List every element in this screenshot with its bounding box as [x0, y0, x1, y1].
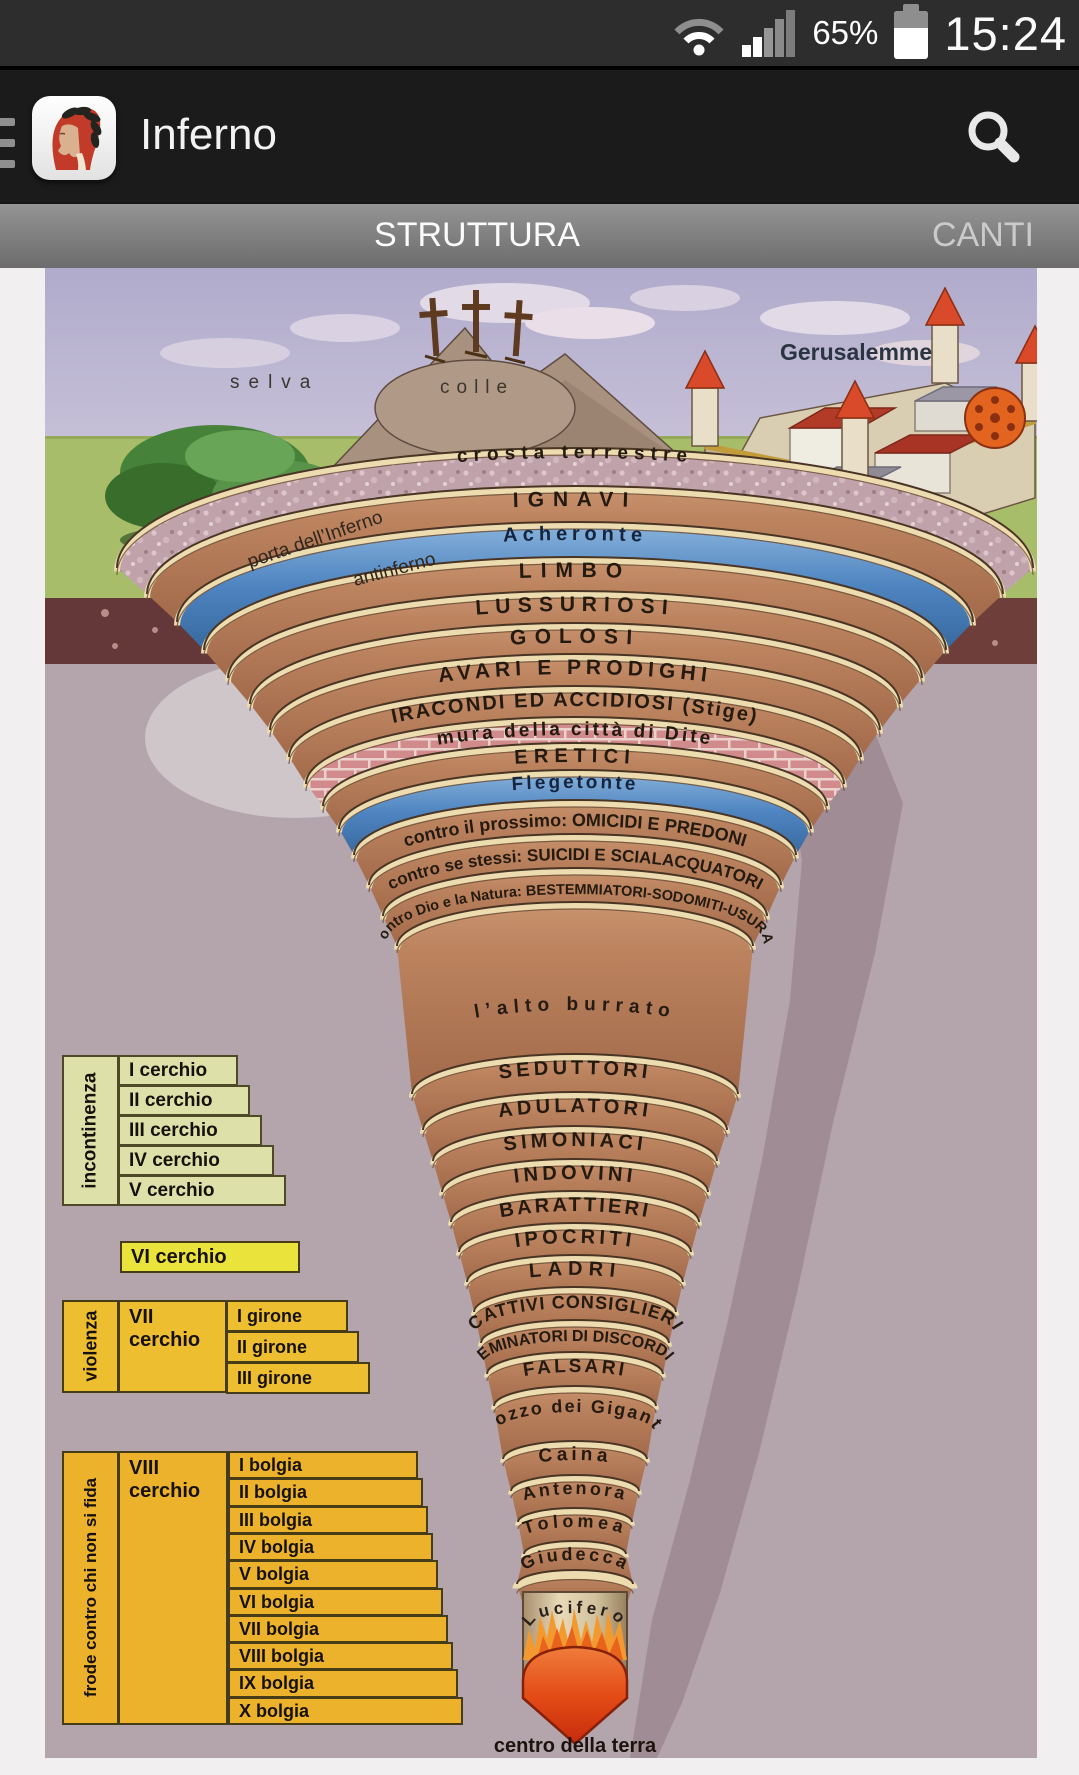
app-icon	[32, 96, 116, 180]
tab-canti[interactable]: CANTI	[932, 216, 1034, 254]
ring-label: Acheronte	[503, 523, 648, 547]
search-button[interactable]	[963, 106, 1023, 166]
gerusalemme-label: Gerusalemme	[780, 339, 932, 365]
ring-label: IPOCRITI	[513, 1226, 636, 1252]
selva-label: selva	[230, 372, 319, 393]
ring-label: Flegetonte	[511, 772, 639, 795]
ring-label: ERETICI	[514, 745, 637, 769]
ring-label: crosta terrestre	[456, 442, 693, 467]
inferno-structure-diagram: selva colle Gerusalemme crosta terrestre…	[0, 252, 1079, 1771]
mountains	[328, 326, 697, 471]
clock: 15:24	[944, 6, 1067, 60]
battery-percent: 65%	[812, 14, 879, 51]
diagram-image: selva colle Gerusalemme crosta terrestre…	[39, 252, 1056, 1758]
ring-label: LADRI	[528, 1258, 622, 1283]
page-title: Inferno	[140, 110, 277, 159]
app-bar: Inferno	[0, 70, 1079, 202]
status-bar: 65% 15:24	[0, 0, 1079, 70]
ring-label: FALSARI	[522, 1356, 629, 1381]
wifi-icon	[674, 18, 724, 56]
three-crosses-icon	[419, 290, 533, 365]
clouds	[160, 283, 980, 368]
ring-label: LUSSURIOSI	[475, 593, 676, 620]
centro-terra-label: centro della terra	[494, 1735, 657, 1757]
colle-label: colle	[440, 377, 514, 398]
ring-label: Caina	[537, 1444, 612, 1467]
ring-label: INDOVINI	[512, 1162, 637, 1188]
nav-drawer-handle-icon[interactable]	[0, 118, 15, 181]
colle-hill	[374, 359, 576, 457]
battery-icon	[894, 4, 929, 59]
tab-bar: STRUTTURA CANTI	[0, 202, 1079, 268]
ring-label: GOLOSI	[510, 625, 641, 650]
search-icon	[968, 111, 1020, 163]
ring-label: LIMBO	[518, 559, 631, 583]
signal-strength-icon	[742, 10, 796, 57]
funnel-shadow	[630, 666, 903, 1758]
tab-struttura[interactable]: STRUTTURA	[374, 216, 580, 254]
ring-label: IGNAVI	[512, 488, 637, 512]
lucifero-pit: Lucifero	[518, 1591, 629, 1745]
